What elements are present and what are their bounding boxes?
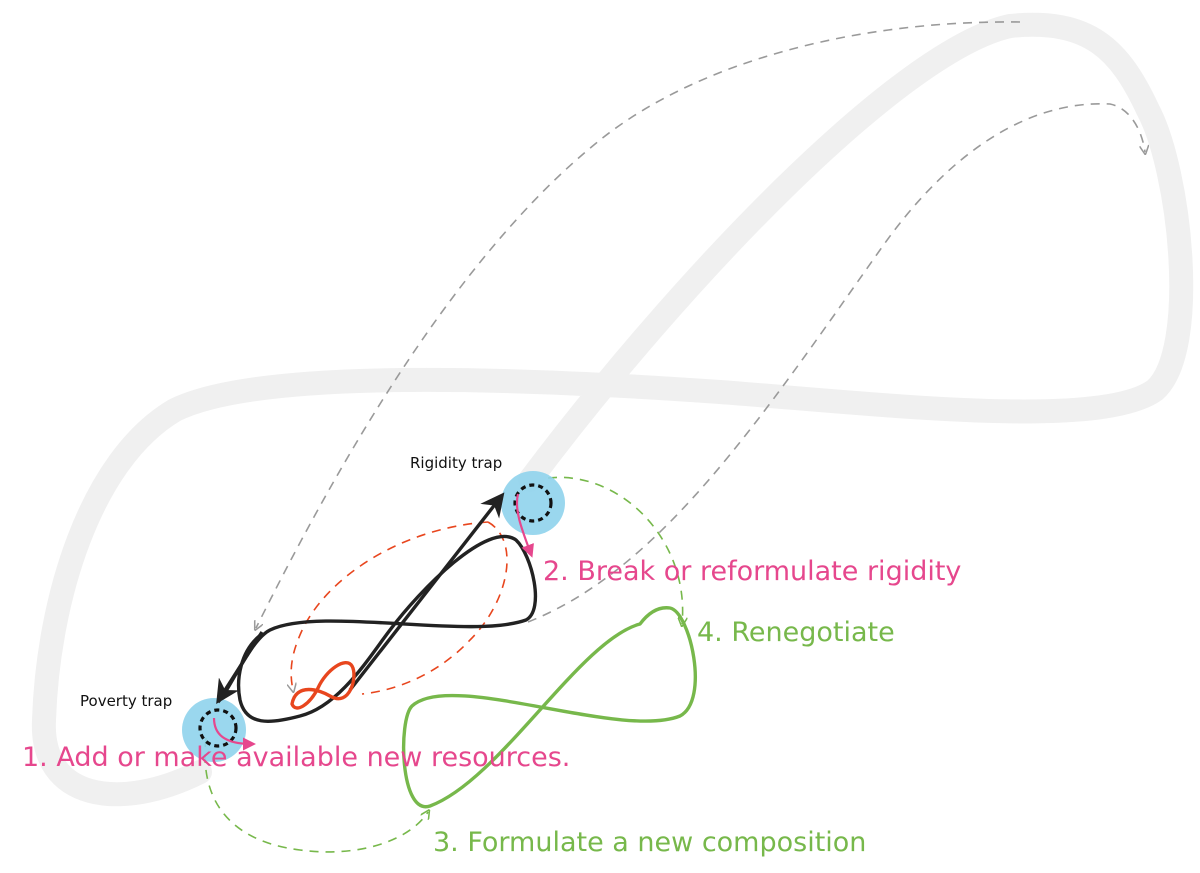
green-dashed-arrow-composition xyxy=(204,737,428,853)
grey-dashed-guide-outer xyxy=(256,21,1021,628)
rigidity-trap-label: Rigidity trap xyxy=(410,454,502,472)
step-3-label: 3. Formulate a new composition xyxy=(433,827,866,858)
rigidity-trap-circle xyxy=(501,471,565,535)
large-adaptive-loop xyxy=(31,12,1194,807)
step-2-label: 2. Break or reformulate rigidity xyxy=(543,556,961,587)
poverty-trap-cycle xyxy=(198,708,238,748)
new-cycle-loop xyxy=(401,606,697,809)
poverty-trap-circle xyxy=(182,698,246,762)
current-cycle-loop xyxy=(216,534,537,724)
grey-dashed-guide-inner xyxy=(527,103,1145,623)
collapsed-cycle-loop xyxy=(290,661,356,710)
red-dashed-arrow-left xyxy=(291,521,489,690)
pink-arrow-add-resources xyxy=(212,717,256,751)
current-cycle-entry-arrow xyxy=(216,631,264,705)
pink-arrow-break-rigidity xyxy=(515,493,534,558)
poverty-trap-label: Poverty trap xyxy=(80,692,172,710)
rigidity-trap-cycle xyxy=(513,483,553,523)
red-dashed-arrow-right xyxy=(361,521,508,695)
current-cycle-rise-arrow xyxy=(348,492,505,692)
step-4-label: 4. Renegotiate xyxy=(697,617,895,648)
green-dashed-arrow-renegotiate xyxy=(547,476,683,624)
step-1-label: 1. Add or make available new resources. xyxy=(22,742,570,773)
